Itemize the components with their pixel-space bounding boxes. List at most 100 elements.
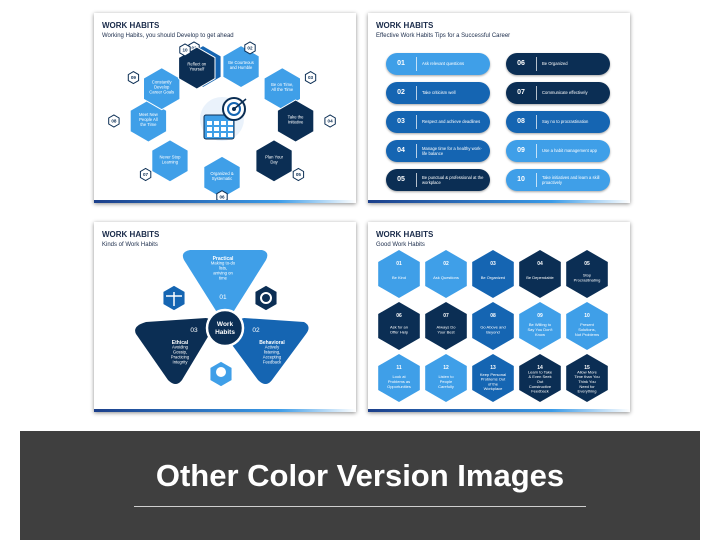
habit-hexagon bbox=[519, 354, 561, 402]
tip-number: 03 bbox=[397, 118, 405, 125]
center-circle bbox=[205, 308, 245, 348]
habit-hexagon bbox=[519, 250, 561, 298]
habit-label: Ask Questions bbox=[433, 275, 459, 280]
habit-number-badge bbox=[304, 71, 317, 85]
tip-divider bbox=[536, 57, 537, 71]
calendar-cell bbox=[214, 121, 219, 125]
habit-number-badge bbox=[244, 41, 256, 55]
habit-hexagon bbox=[472, 354, 514, 402]
habit-number: 06 bbox=[396, 313, 402, 319]
tip-pill: 05 Be punctual & professional at the work… bbox=[386, 169, 490, 191]
kind-title: Behavioral bbox=[259, 340, 285, 346]
kind-title: Practical bbox=[213, 256, 234, 262]
tip-pill: 02 Take criticism well bbox=[386, 82, 490, 104]
habits-hexagon-ring: Be Confidentin Yourself01Be Courteousand… bbox=[108, 41, 336, 203]
habit-number-badge bbox=[292, 167, 305, 182]
tip-divider bbox=[536, 173, 537, 187]
habit-number-badge bbox=[324, 114, 336, 128]
slide-title: WORK HABITS bbox=[102, 21, 160, 30]
tip-text: Be Organized bbox=[542, 61, 568, 67]
slide-footer-bar bbox=[94, 200, 356, 203]
habit-number: 01 bbox=[191, 45, 197, 50]
kind-number: 01 bbox=[219, 294, 227, 301]
habit-number: 11 bbox=[396, 365, 402, 371]
habit-hexagon bbox=[222, 45, 260, 89]
habit-hexagon bbox=[425, 250, 467, 298]
habit-number: 15 bbox=[584, 365, 590, 371]
habit-label: Be Organized bbox=[481, 275, 505, 280]
habit-number: 03 bbox=[308, 75, 314, 80]
calendar-cell bbox=[207, 121, 212, 125]
slide-footer-bar bbox=[368, 409, 630, 412]
habit-label: Organized &Systematic bbox=[210, 171, 233, 181]
habit-hexagon bbox=[472, 250, 514, 298]
habit-number: 09 bbox=[537, 313, 543, 319]
habit-number: 08 bbox=[490, 313, 496, 319]
habit-hexagon bbox=[378, 354, 420, 402]
habit-hexagon bbox=[129, 99, 168, 143]
slide-footer-bar bbox=[94, 409, 356, 412]
habit-number: 02 bbox=[443, 261, 449, 267]
kind-triangle-practical bbox=[182, 250, 268, 318]
tip-text: Communicate effectively bbox=[542, 90, 588, 96]
tip-number: 05 bbox=[397, 176, 405, 183]
banner-divider bbox=[134, 506, 586, 507]
habit-hexagon bbox=[276, 99, 315, 143]
tip-text: Take criticism well bbox=[422, 90, 456, 96]
slide-subtitle: Good Work Habits bbox=[376, 242, 425, 248]
kind-number: 02 bbox=[252, 327, 260, 334]
calendar-cell bbox=[207, 127, 212, 131]
target-ring bbox=[227, 102, 241, 116]
slide-thumbnail-1[interactable]: WORK HABITS Working Habits, you should D… bbox=[94, 13, 356, 203]
habit-number: 12 bbox=[443, 365, 449, 371]
tip-text: Manage time for a healthy work-life bala… bbox=[422, 145, 482, 156]
habit-number: 03 bbox=[490, 261, 496, 267]
calendar-cell bbox=[228, 121, 233, 125]
slide-thumbnail-2[interactable]: WORK HABITS Effective Work Habits Tips f… bbox=[368, 13, 630, 203]
head-shape bbox=[216, 367, 226, 377]
habit-number: 14 bbox=[537, 365, 543, 371]
kind-triangle-behavioral bbox=[222, 318, 309, 384]
habit-number: 04 bbox=[537, 261, 543, 267]
tip-number: 10 bbox=[517, 176, 525, 183]
tip-number: 02 bbox=[397, 89, 405, 96]
tip-divider bbox=[536, 86, 537, 100]
habit-hexagon bbox=[378, 302, 420, 350]
habit-number: 08 bbox=[111, 119, 117, 124]
tip-text: Respect and achieve deadlines bbox=[422, 119, 481, 125]
habit-hexagon bbox=[151, 139, 189, 183]
habit-number: 05 bbox=[296, 172, 302, 177]
other-versions-banner: Other Color Version Images bbox=[20, 431, 700, 540]
slide-title: WORK HABITS bbox=[102, 230, 160, 239]
habit-number: 05 bbox=[584, 261, 590, 267]
tip-text: Ask relevant questions bbox=[422, 61, 465, 67]
tip-text: Be punctual & professional at the workpl… bbox=[422, 174, 484, 185]
habit-number: 04 bbox=[328, 119, 334, 124]
calendar-cell bbox=[214, 133, 219, 137]
tip-number: 04 bbox=[397, 147, 405, 154]
kind-number: 03 bbox=[190, 327, 198, 334]
habit-number: 07 bbox=[143, 172, 149, 177]
gear-icon bbox=[253, 284, 279, 312]
habit-hexagon bbox=[566, 250, 608, 298]
tip-divider bbox=[416, 144, 417, 158]
